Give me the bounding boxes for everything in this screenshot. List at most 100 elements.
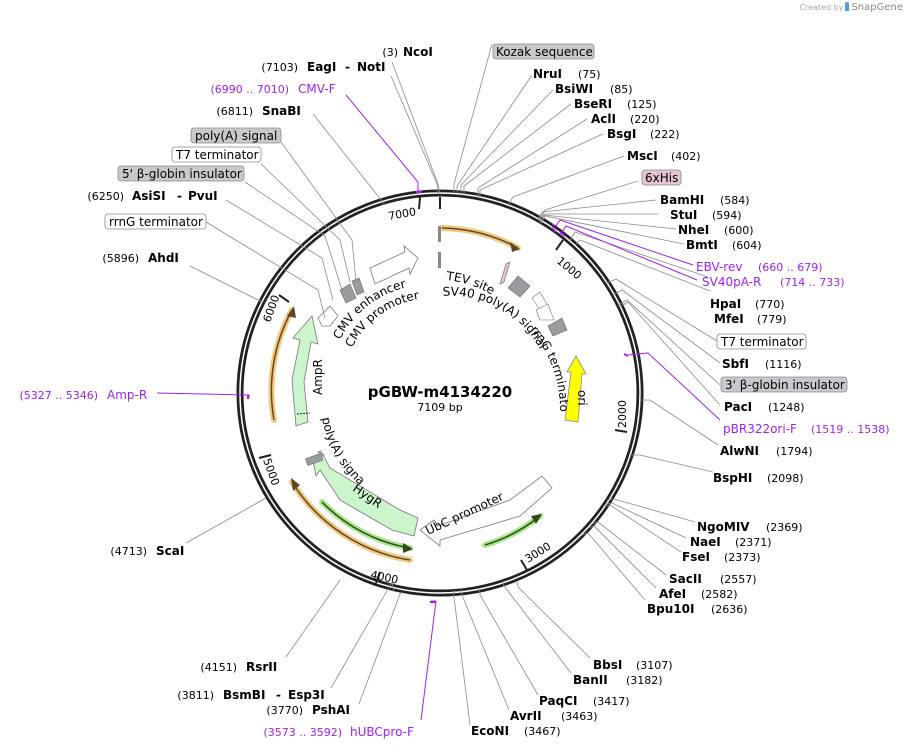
enzyme-bamhi[interactable]: BamHI (584) <box>660 193 750 207</box>
enzyme-rsrii[interactable]: (4151) RsrII <box>200 660 277 674</box>
feature-ubc-promoter[interactable] <box>419 475 553 547</box>
enzyme-acli[interactable]: AclI (220) <box>591 112 660 126</box>
svg-text:(220): (220) <box>630 113 660 126</box>
feature-ampr[interactable] <box>291 305 339 427</box>
svg-text:(2636): (2636) <box>711 603 748 616</box>
enzyme-naei[interactable]: NaeI (2371) <box>690 535 772 549</box>
enzyme-paqci[interactable]: PaqCI (3417) <box>539 694 630 708</box>
svg-text:(1116): (1116) <box>765 358 802 371</box>
enzyme-bmti[interactable]: BmtI (604) <box>686 238 762 252</box>
primer-cmv-f[interactable]: (6990 .. 7010) CMV-F <box>210 82 335 96</box>
enzyme-ngomiv[interactable]: NgoMIV (2369) <box>697 520 803 534</box>
svg-text:(594): (594) <box>712 209 742 222</box>
enzyme-econi[interactable]: EcoNI (3467) <box>471 724 561 738</box>
enzyme-asisi-pvui[interactable]: (6250) AsiSI - PvuI <box>87 189 217 203</box>
primer-ebv-rev[interactable]: EBV-rev (660 .. 679) <box>696 260 823 274</box>
label-3-beta-globin-insulator[interactable]: 3' β-globin insulator <box>720 376 848 393</box>
leader-lines <box>185 43 721 726</box>
primer-pbr322ori-f[interactable]: pBR322ori-F (1519 .. 1538) <box>723 422 890 436</box>
enzyme-mfei[interactable]: MfeI (779) <box>714 312 787 326</box>
enzyme-bsmbi-esp3i[interactable]: (3811) BsmBI - Esp3I <box>177 688 324 702</box>
enzyme-nrui[interactable]: NruI (75) <box>533 67 601 81</box>
svg-text:(2582): (2582) <box>701 588 738 601</box>
svg-text:AsiSI: AsiSI <box>132 189 166 203</box>
primer-amp-r[interactable]: (5327 .. 5346) Amp-R <box>19 388 147 402</box>
label-6xhis[interactable]: 6xHis <box>641 169 682 186</box>
label-poly-a-signal[interactable]: poly(A) signal <box>190 127 282 144</box>
ori-label: ori <box>575 390 589 406</box>
svg-text:Esp3I: Esp3I <box>288 688 325 702</box>
label-rrng-terminator[interactable]: rrnG terminator <box>104 213 207 230</box>
svg-text:(2371): (2371) <box>735 536 772 549</box>
svg-text:(584): (584) <box>720 194 750 207</box>
svg-text:(2098): (2098) <box>767 472 804 485</box>
feature-cmv-enhancer[interactable] <box>369 244 419 285</box>
svg-text:6xHis: 6xHis <box>645 171 678 185</box>
svg-text:(6990 .. 7010): (6990 .. 7010) <box>210 83 289 96</box>
svg-text:(125): (125) <box>627 98 657 111</box>
svg-text:EagI: EagI <box>307 60 336 74</box>
svg-text:ScaI: ScaI <box>156 544 184 558</box>
svg-text:hUBCpro-F: hUBCpro-F <box>350 725 414 739</box>
svg-text:NotI: NotI <box>357 60 386 74</box>
svg-text:(2373): (2373) <box>724 551 761 564</box>
svg-text:(3182): (3182) <box>626 674 663 687</box>
feature-hygr[interactable] <box>305 450 419 537</box>
svg-text:(1519 .. 1538): (1519 .. 1538) <box>811 423 890 436</box>
enzyme-banii[interactable]: BanII (3182) <box>573 673 663 687</box>
enzyme-bbsi[interactable]: BbsI (3107) <box>593 658 673 672</box>
enzyme-bsphi[interactable]: BspHI (2098) <box>713 471 804 485</box>
svg-text:rrnG terminator: rrnG terminator <box>109 215 203 229</box>
svg-text:NruI: NruI <box>533 67 562 81</box>
svg-text:-: - <box>177 189 182 203</box>
enzyme-nhei[interactable]: NheI (600) <box>678 223 754 237</box>
svg-text:(3573 .. 3592): (3573 .. 3592) <box>263 726 342 739</box>
enzyme-fsei[interactable]: FseI (2373) <box>682 550 761 564</box>
primer-hubcpro-f[interactable]: (3573 .. 3592) hUBCpro-F <box>263 725 414 739</box>
enzyme-ahdi[interactable]: (5896) AhdI <box>102 251 178 265</box>
feature-tev-site[interactable] <box>499 261 511 285</box>
enzyme-avrii[interactable]: AvrII (3463) <box>510 709 598 723</box>
label-t7-terminator-right[interactable]: T7 terminator <box>716 333 807 350</box>
enzyme-alwni[interactable]: AlwNI (1794) <box>720 444 813 458</box>
label-5-beta-globin-insulator[interactable]: 5' β-globin insulator <box>117 165 245 182</box>
label-kozak-sequence[interactable]: Kozak sequence <box>492 43 595 60</box>
svg-text:Bpu10I: Bpu10I <box>647 602 694 616</box>
enzyme-hpai[interactable]: HpaI (770) <box>710 297 785 311</box>
enzyme-bsiwi[interactable]: BsiWI (85) <box>555 82 633 96</box>
svg-text:(3770): (3770) <box>266 704 303 717</box>
label-t7-terminator-left[interactable]: T7 terminator <box>171 146 262 163</box>
enzyme-pshai[interactable]: (3770) PshAI <box>266 703 350 717</box>
svg-text:PvuI: PvuI <box>188 189 218 203</box>
enzyme-ncoi[interactable]: (3) NcoI <box>382 45 432 59</box>
enzyme-snabi[interactable]: (6811) SnaBI <box>216 104 300 118</box>
plasmid-name: pGBW-m4134220 <box>368 383 512 401</box>
enzyme-afei[interactable]: AfeI (2582) <box>659 587 738 601</box>
svg-text:BsmBI: BsmBI <box>223 688 265 702</box>
enzyme-sacii[interactable]: SacII (2557) <box>669 572 757 586</box>
svg-text:PacI: PacI <box>724 400 752 414</box>
enzyme-bseri[interactable]: BseRI (125) <box>574 97 657 111</box>
feature-ori[interactable]: ori <box>564 355 589 423</box>
enzyme-paci[interactable]: PacI (1248) <box>724 400 805 414</box>
svg-text:T7 terminator: T7 terminator <box>175 148 259 162</box>
svg-text:PaqCI: PaqCI <box>539 694 577 708</box>
svg-text:(3467): (3467) <box>524 725 561 738</box>
plasmid-size: 7109 bp <box>417 401 462 414</box>
svg-text:(3417): (3417) <box>593 695 630 708</box>
primer-sv40pa-r[interactable]: SV40pA-R (714 .. 733) <box>702 275 845 289</box>
svg-text:Kozak sequence: Kozak sequence <box>496 45 593 59</box>
enzyme-bpu10i[interactable]: Bpu10I (2636) <box>647 602 748 616</box>
enzyme-bsgi[interactable]: BsgI (222) <box>607 127 680 141</box>
enzyme-scai[interactable]: (4713) ScaI <box>110 544 184 558</box>
svg-text:(7103): (7103) <box>261 61 298 74</box>
enzyme-stui[interactable]: StuI (594) <box>670 208 742 222</box>
svg-text:SV40pA-R: SV40pA-R <box>702 275 761 289</box>
enzyme-sbfi[interactable]: SbfI (1116) <box>722 357 802 371</box>
svg-text:(4713): (4713) <box>110 545 147 558</box>
svg-text:(3463): (3463) <box>561 710 598 723</box>
enzyme-msci[interactable]: MscI (402) <box>627 149 701 163</box>
enzyme-eagi-noti[interactable]: (7103) EagI - NotI <box>261 60 385 74</box>
